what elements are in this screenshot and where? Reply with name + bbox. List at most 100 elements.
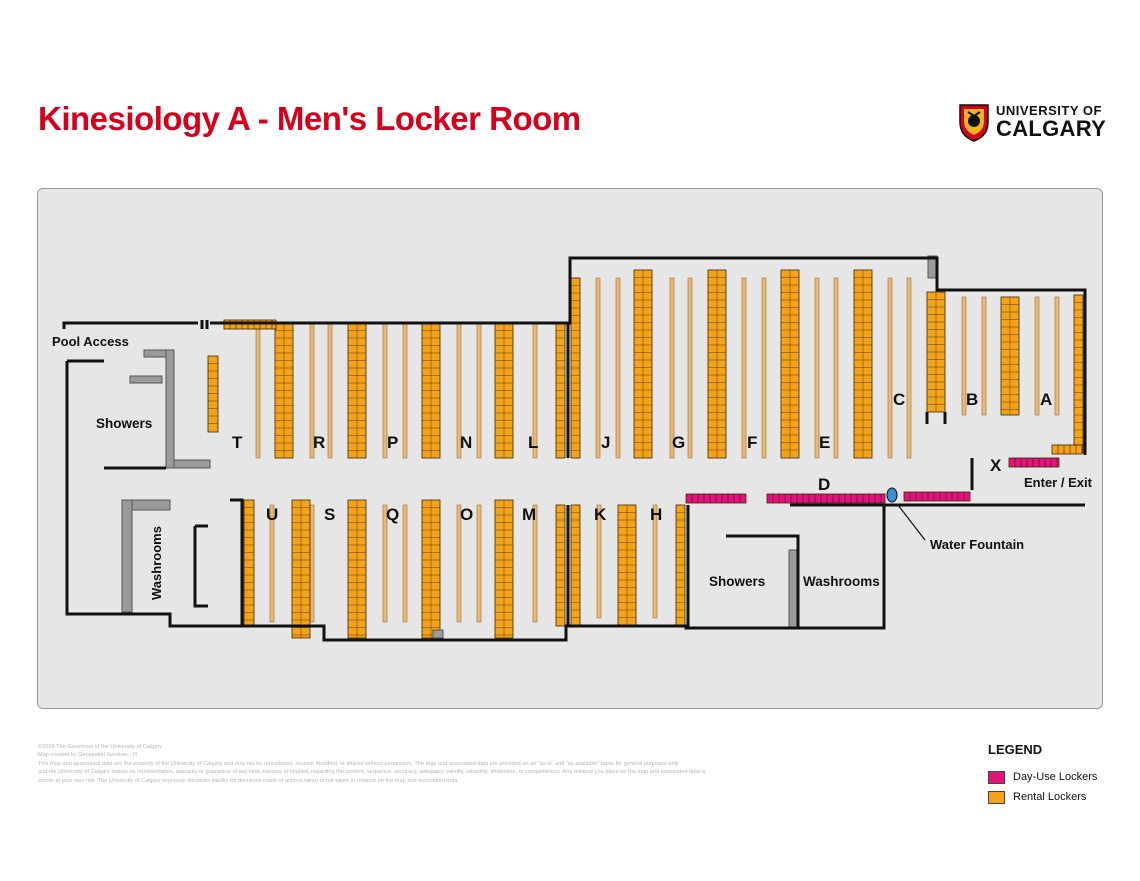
bench [255, 322, 261, 459]
benches-layer [255, 277, 1060, 623]
rental-locker-bank [570, 277, 581, 459]
rental-locker-bank [1000, 296, 1020, 416]
bench [476, 504, 482, 623]
rental-locker-bank [1073, 294, 1084, 454]
bench [402, 322, 408, 459]
page-title: Kinesiology A - Men's Locker Room [38, 100, 581, 137]
water-fountain-label: Water Fountain [930, 537, 1024, 552]
bench [309, 504, 315, 623]
rental-locker-bank [926, 291, 946, 413]
legend-item-label: Rental Lockers [1013, 791, 1087, 803]
rental-locker-bank [675, 504, 686, 627]
wall [210, 256, 1087, 455]
bench [652, 504, 658, 619]
shower-wall [165, 349, 175, 469]
water-fountain-icon [886, 487, 898, 503]
showers-right-label: Showers [709, 574, 765, 589]
rental-locker-bank [494, 499, 514, 639]
bench [595, 277, 601, 459]
rental-locker-bank [555, 322, 566, 459]
walls-layer [62, 256, 1087, 642]
bench [456, 504, 462, 623]
bench [741, 277, 747, 459]
shower-wall [143, 349, 167, 358]
wall [230, 498, 244, 626]
aisle-label: S [324, 505, 335, 524]
day-use-locker-bank [766, 493, 886, 504]
rental-locker-bank [274, 322, 294, 459]
wall [62, 321, 198, 329]
rental-locker-bank [707, 269, 727, 459]
bench [402, 504, 408, 623]
bench [532, 504, 538, 623]
legend-item-rental: Rental Lockers [988, 787, 1118, 807]
rental-locker-bank [207, 355, 219, 433]
fine-print-line: and the University of Calgary makes no r… [38, 769, 706, 776]
rental-locker-bank [421, 322, 441, 459]
university-crest-icon [959, 104, 989, 142]
rental-locker-bank [555, 504, 566, 627]
bench [476, 322, 482, 459]
aisle-label: M [522, 505, 536, 524]
aisle-label: T [232, 433, 243, 452]
day-use-locker-bank [903, 491, 971, 502]
day-use-swatch-icon [988, 770, 1005, 784]
aisle-label: Q [386, 505, 399, 524]
aisle-label: U [266, 505, 278, 524]
bench [981, 296, 987, 416]
legend-title: LEGEND [988, 742, 1043, 757]
wall [726, 534, 800, 628]
aisle-label: E [819, 433, 830, 452]
bench [1054, 296, 1060, 416]
washroom-wall [121, 499, 133, 613]
bench [906, 277, 912, 459]
pool-access-label: Pool Access [52, 334, 129, 349]
aisle-label: D [818, 475, 830, 494]
aisle-label: X [990, 456, 1002, 475]
rental-locker-bank [617, 504, 637, 627]
washroom-wall [788, 549, 798, 629]
fine-print-line: This map and associated data are the pro… [38, 760, 679, 767]
aisle-label: G [672, 433, 685, 452]
rental-locker-bank [853, 269, 873, 459]
bench [961, 296, 967, 416]
water-fountain-leader [897, 504, 926, 541]
aisle-label: F [747, 433, 757, 452]
bench [327, 322, 333, 459]
enter-exit-label: Enter / Exit [1024, 475, 1093, 490]
rental-locker-bank [780, 269, 800, 459]
lockers-layer [207, 269, 1084, 639]
bench [669, 277, 675, 459]
fine-print: ©2024 The Governors of the University of… [38, 743, 728, 785]
rental-locker-bank [347, 322, 367, 459]
aisle-label: R [313, 433, 325, 452]
day-use-locker-bank [685, 493, 747, 504]
rental-locker-bank [633, 269, 653, 459]
aisle-label: K [594, 505, 607, 524]
shower-wall [173, 459, 211, 469]
rental-locker-bank [494, 322, 514, 459]
aisle-label: L [528, 433, 538, 452]
bench [1034, 296, 1040, 416]
rental-swatch-icon [988, 790, 1005, 804]
washrooms-left-label: Washrooms [149, 526, 164, 600]
wall [65, 361, 1085, 642]
bench [887, 277, 893, 459]
aisle-label: J [601, 433, 610, 452]
showers-left-label: Showers [96, 416, 152, 431]
shower-wall [129, 375, 163, 384]
bench [833, 277, 839, 459]
legend-item-label: Day-Use Lockers [1013, 771, 1098, 783]
university-logo: UNIVERSITY OF CALGARY [958, 100, 1108, 146]
aisle-label: O [460, 505, 473, 524]
legend: LEGEND Day-Use Lockers Rental Lockers [988, 742, 1118, 807]
aisle-label: N [460, 433, 472, 452]
rental-locker-bank [243, 499, 255, 627]
aisle-label: A [1040, 390, 1052, 409]
wall [193, 526, 208, 608]
rental-locker-bank [1051, 444, 1083, 455]
bench [596, 504, 602, 619]
bench [814, 277, 820, 459]
pillar [432, 629, 444, 639]
